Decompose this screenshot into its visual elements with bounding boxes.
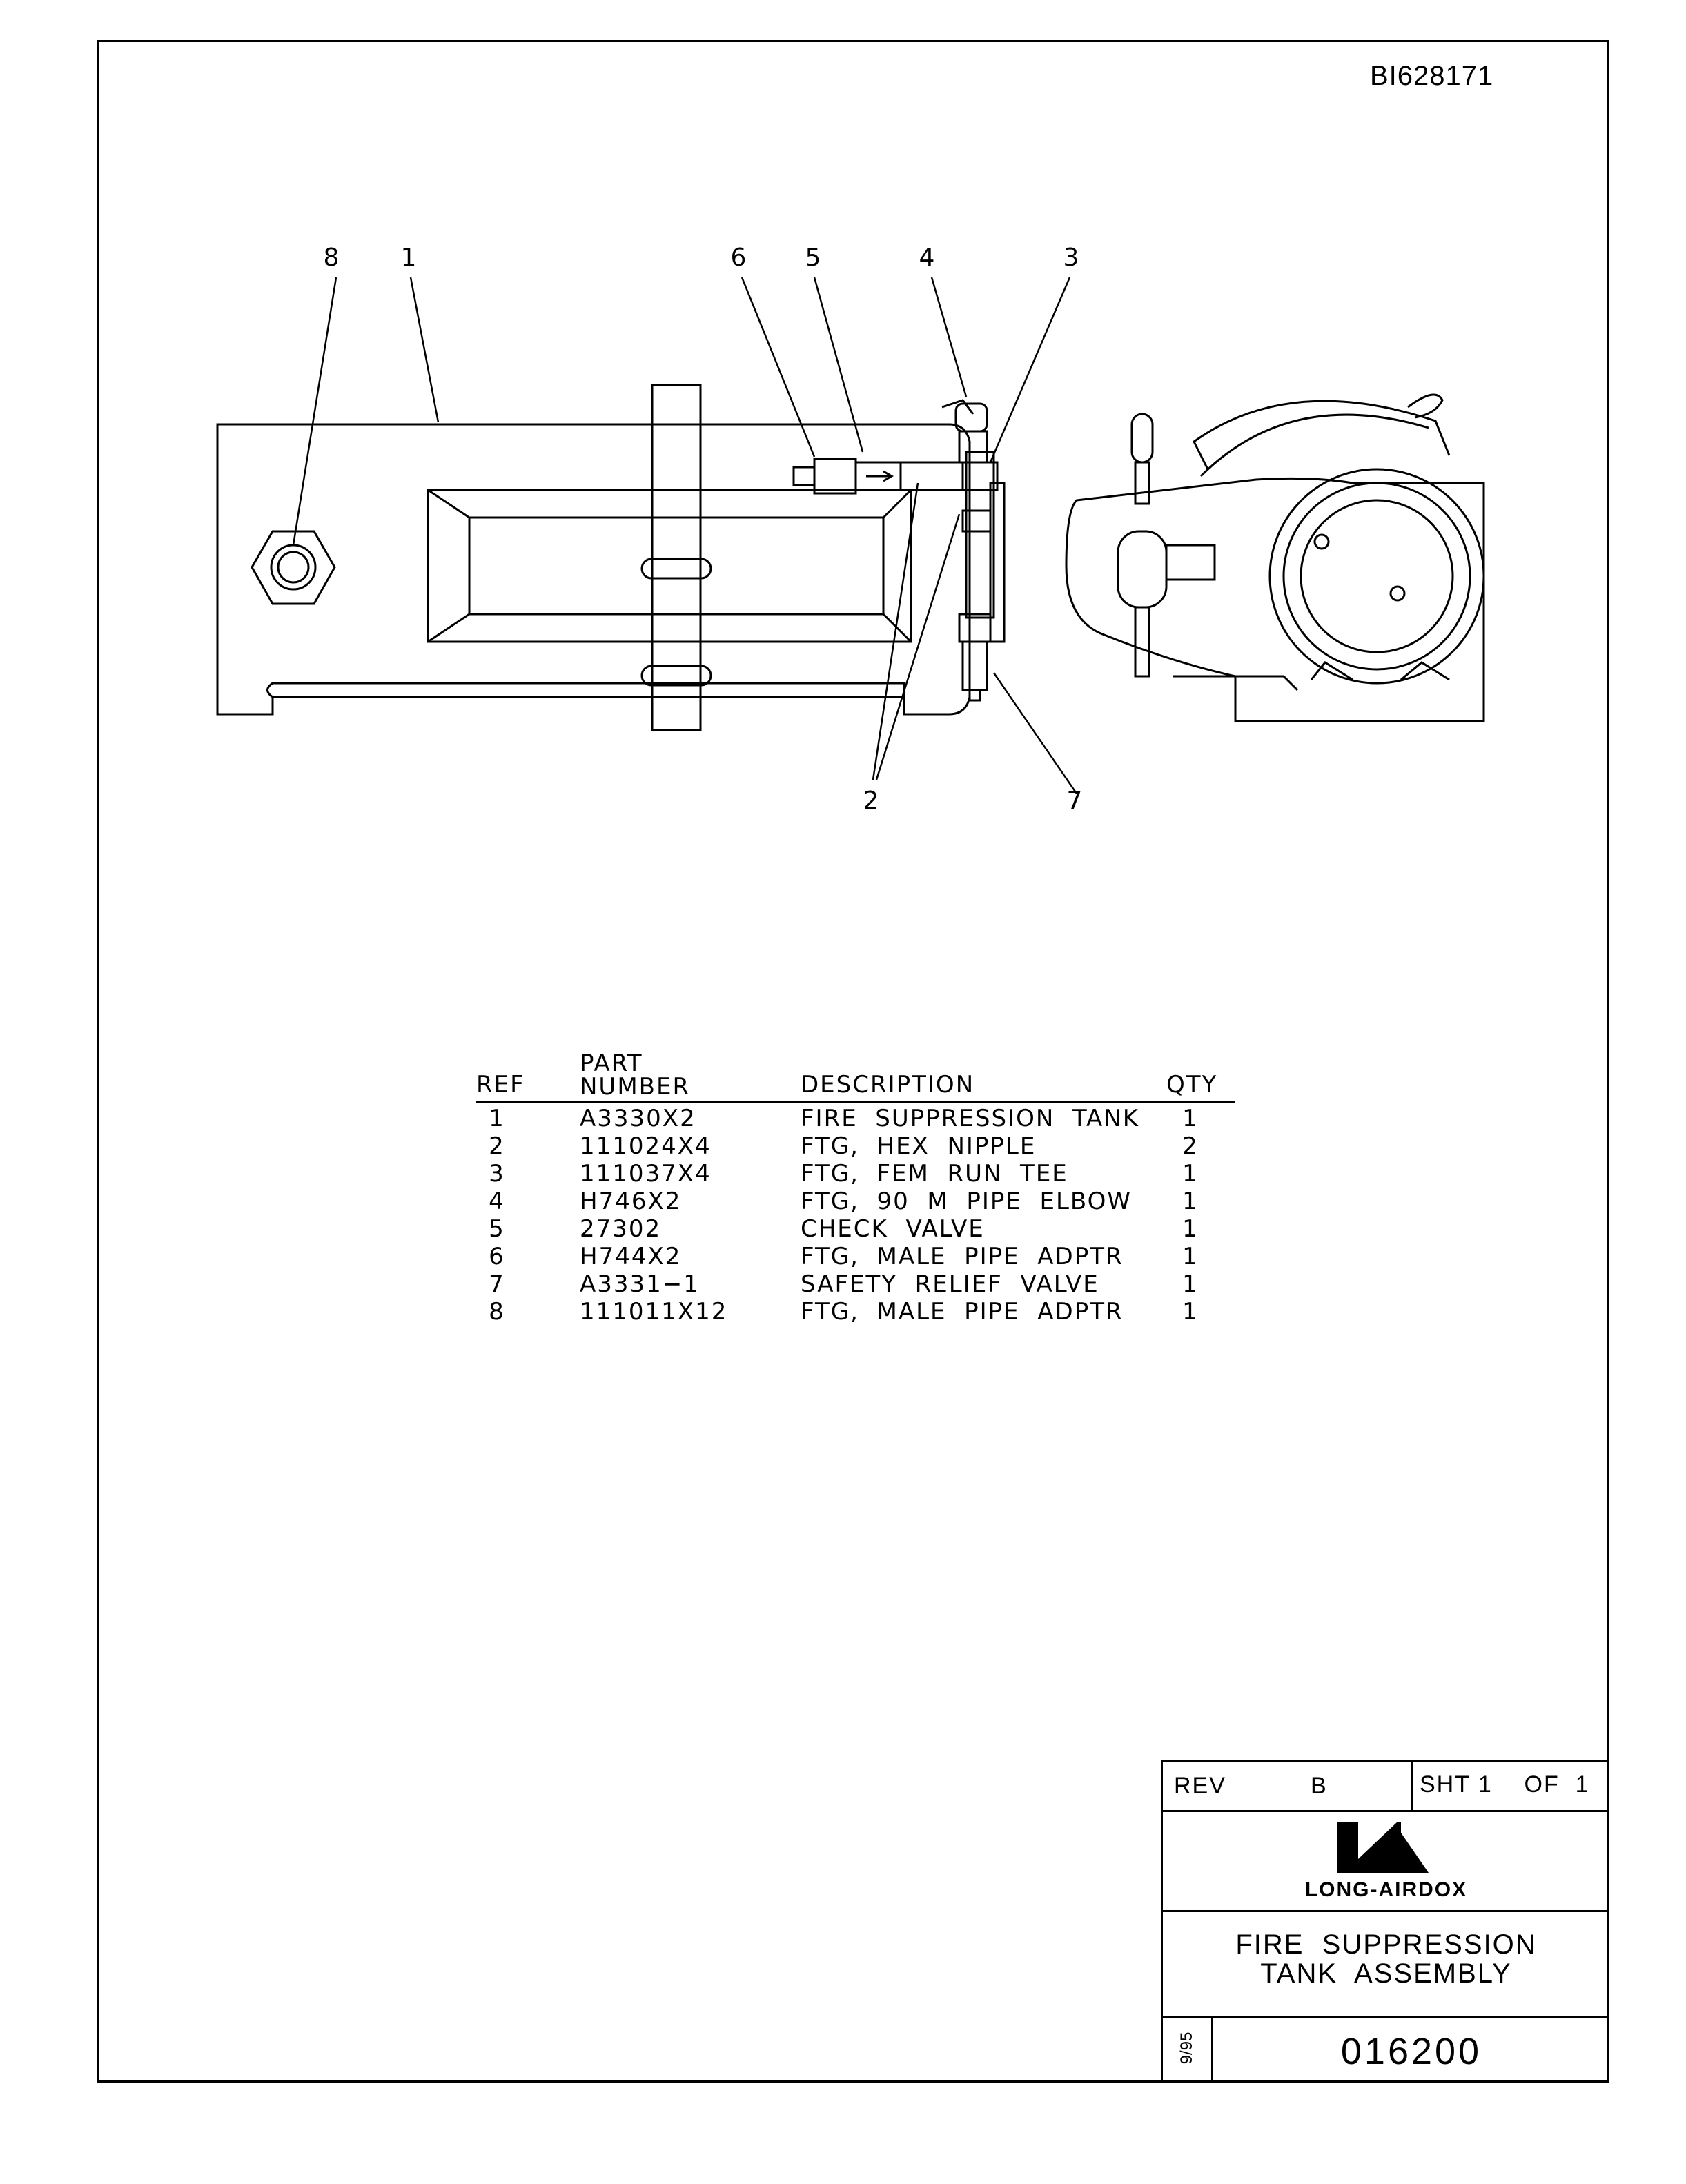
date-box: 9/95 <box>1163 2018 1213 2083</box>
long-airdox-logo-icon <box>1337 1822 1429 1873</box>
callout-leaders <box>292 277 1078 794</box>
callout-2: 2 <box>863 787 879 815</box>
rev-label: REV <box>1174 1773 1226 1799</box>
title-block: REV B SHT 1 OF 1 LONG-AIRDOX FIRE SUPPRE… <box>1161 1760 1609 2083</box>
company-logo-area: LONG-AIRDOX <box>1163 1812 1609 1912</box>
fitting-assembly <box>792 399 1006 702</box>
callout-3: 3 <box>1063 244 1079 272</box>
callout-6: 6 <box>731 244 747 272</box>
header-description: DESCRIPTION <box>801 1071 975 1099</box>
mounting-strap <box>640 384 712 731</box>
callout-1: 1 <box>401 244 417 272</box>
drawing-sheet-border <box>97 40 1609 2083</box>
callout-5: 5 <box>805 244 821 272</box>
header-qty: QTY <box>1166 1071 1218 1099</box>
divider <box>1411 1762 1413 1810</box>
callout-labels: 8 1 6 5 4 3 2 7 <box>324 244 1083 815</box>
rev-value: B <box>1311 1773 1326 1799</box>
revision-row: REV B SHT 1 OF 1 <box>1163 1762 1609 1812</box>
callout-7: 7 <box>1067 787 1083 815</box>
header-part-number: PART NUMBER <box>580 1050 691 1101</box>
tank-body <box>216 423 971 716</box>
drawing-number: 016200 <box>1340 2031 1482 2072</box>
tank-end-view <box>1065 393 1485 722</box>
drawing-title: FIRE SUPPRESSION TANK ASSEMBLY <box>1163 1912 1609 2018</box>
document-id: BI628171 <box>1370 61 1494 91</box>
drawing-number-row: 9/95 016200 <box>1163 2018 1609 2083</box>
parts-list-header: REF PART NUMBER DESCRIPTION QTY <box>476 1043 1235 1103</box>
company-name: LONG-AIRDOX <box>1304 1878 1468 1901</box>
callout-4: 4 <box>919 244 935 272</box>
header-ref: REF <box>476 1071 525 1099</box>
drawing-date: 9/95 <box>1177 2031 1196 2065</box>
callout-8: 8 <box>324 244 340 272</box>
sheet-number: SHT 1 OF 1 <box>1420 1771 1590 1798</box>
